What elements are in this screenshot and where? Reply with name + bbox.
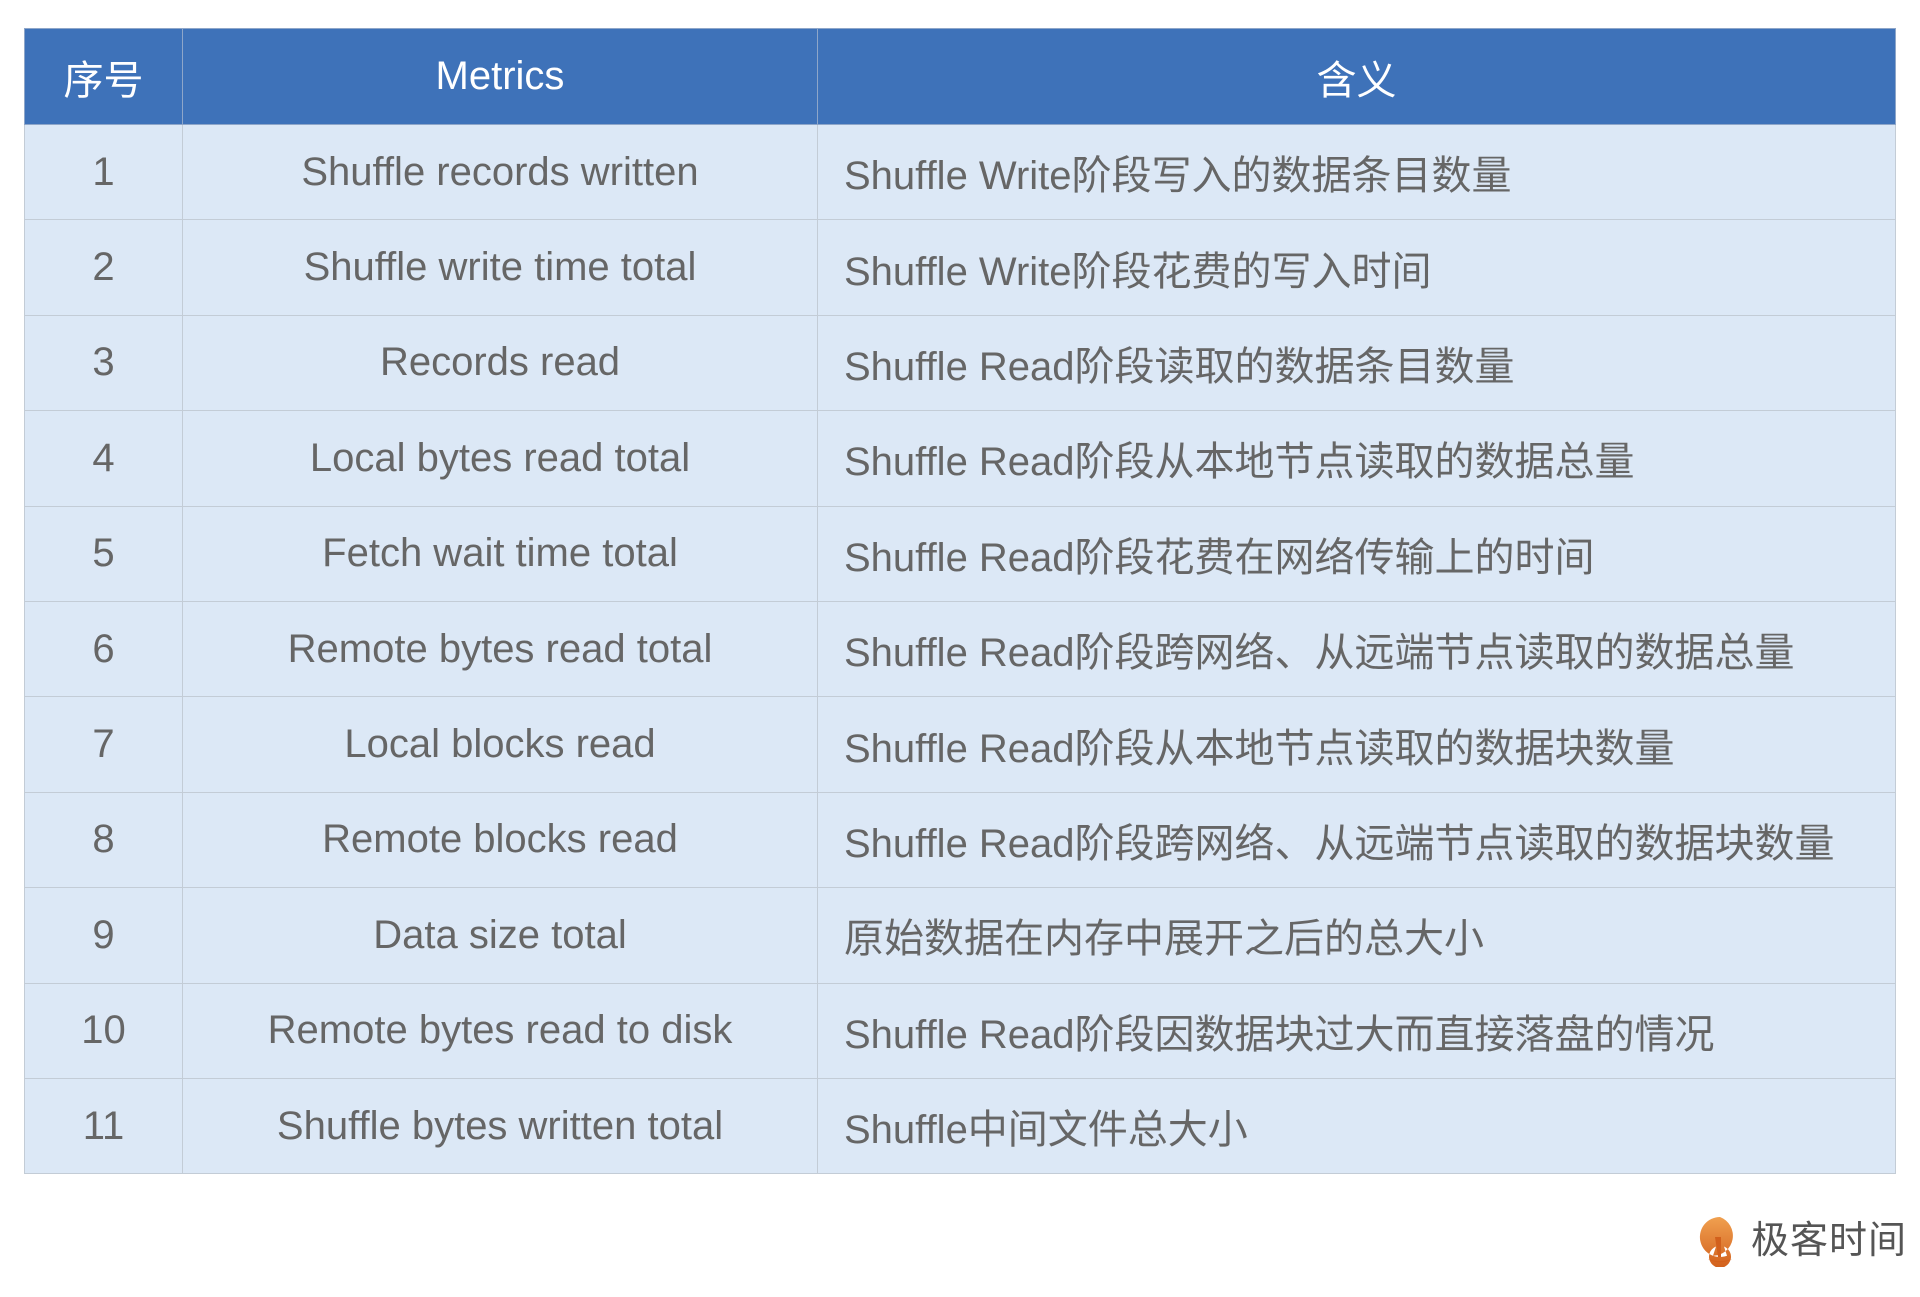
header-meaning: 含义 bbox=[817, 28, 1896, 125]
row-metric: Data size total bbox=[182, 887, 818, 984]
row-index: 11 bbox=[24, 1077, 183, 1175]
row-metric: Fetch wait time total bbox=[182, 505, 818, 602]
table-row: 8 Remote blocks read Shuffle Read阶段跨网络、从… bbox=[24, 791, 1896, 889]
row-index: 6 bbox=[24, 600, 183, 698]
row-meaning: Shuffle Read阶段花费在网络传输上的时间 bbox=[817, 505, 1896, 602]
row-metric: Shuffle records written bbox=[182, 123, 818, 221]
row-index: 8 bbox=[24, 791, 183, 889]
row-metric: Remote bytes read total bbox=[182, 600, 818, 698]
table-row: 10 Remote bytes read to disk Shuffle Rea… bbox=[24, 982, 1896, 1079]
geektime-logo-text: 极客时间 bbox=[1751, 1220, 1908, 1262]
row-meaning: 原始数据在内存中展开之后的总大小 bbox=[817, 887, 1896, 984]
row-meaning: Shuffle Read阶段从本地节点读取的数据总量 bbox=[817, 410, 1896, 507]
table-row: 1 Shuffle records written Shuffle Write阶… bbox=[24, 123, 1896, 221]
geektime-logo-icon bbox=[1699, 1216, 1733, 1267]
table-row: 4 Local bytes read total Shuffle Read阶段从… bbox=[24, 410, 1896, 507]
row-metric: Records read bbox=[182, 314, 818, 412]
table-header-row: 序号 Metrics 含义 bbox=[24, 28, 1896, 125]
row-meaning: Shuffle Read阶段读取的数据条目数量 bbox=[817, 314, 1896, 412]
table-row: 6 Remote bytes read total Shuffle Read阶段… bbox=[24, 600, 1896, 698]
row-index: 4 bbox=[24, 410, 183, 507]
row-index: 3 bbox=[24, 314, 183, 412]
table-row: 3 Records read Shuffle Read阶段读取的数据条目数量 bbox=[24, 314, 1896, 412]
row-meaning: Shuffle Read阶段跨网络、从远端节点读取的数据块数量 bbox=[817, 791, 1896, 889]
table-row: 5 Fetch wait time total Shuffle Read阶段花费… bbox=[24, 505, 1896, 602]
header-metrics: Metrics bbox=[182, 28, 818, 125]
table-row: 7 Local blocks read Shuffle Read阶段从本地节点读… bbox=[24, 696, 1896, 793]
row-metric: Remote blocks read bbox=[182, 791, 818, 889]
shuffle-metrics-table: 序号 Metrics 含义 1 Shuffle records written … bbox=[24, 28, 1896, 1175]
row-index: 2 bbox=[24, 219, 183, 316]
row-metric: Shuffle bytes written total bbox=[182, 1077, 818, 1175]
row-meaning: Shuffle中间文件总大小 bbox=[817, 1077, 1896, 1175]
row-index: 7 bbox=[24, 696, 183, 793]
row-meaning: Shuffle Read阶段从本地节点读取的数据块数量 bbox=[817, 696, 1896, 793]
table-row: 11 Shuffle bytes written total Shuffle中间… bbox=[24, 1077, 1896, 1175]
row-metric: Local bytes read total bbox=[182, 410, 818, 507]
row-index: 9 bbox=[24, 887, 183, 984]
table-row: 9 Data size total 原始数据在内存中展开之后的总大小 bbox=[24, 887, 1896, 984]
row-meaning: Shuffle Write阶段花费的写入时间 bbox=[817, 219, 1896, 316]
row-index: 10 bbox=[24, 982, 183, 1079]
header-index: 序号 bbox=[24, 28, 183, 125]
row-meaning: Shuffle Read阶段跨网络、从远端节点读取的数据总量 bbox=[817, 600, 1896, 698]
row-metric: Local blocks read bbox=[182, 696, 818, 793]
row-meaning: Shuffle Write阶段写入的数据条目数量 bbox=[817, 123, 1896, 221]
row-meaning: Shuffle Read阶段因数据块过大而直接落盘的情况 bbox=[817, 982, 1896, 1079]
geektime-logo: 极客时间 bbox=[1697, 1215, 1907, 1267]
row-metric: Shuffle write time total bbox=[182, 219, 818, 316]
row-index: 1 bbox=[24, 123, 183, 221]
row-index: 5 bbox=[24, 505, 183, 602]
table-row: 2 Shuffle write time total Shuffle Write… bbox=[24, 219, 1896, 316]
row-metric: Remote bytes read to disk bbox=[182, 982, 818, 1079]
